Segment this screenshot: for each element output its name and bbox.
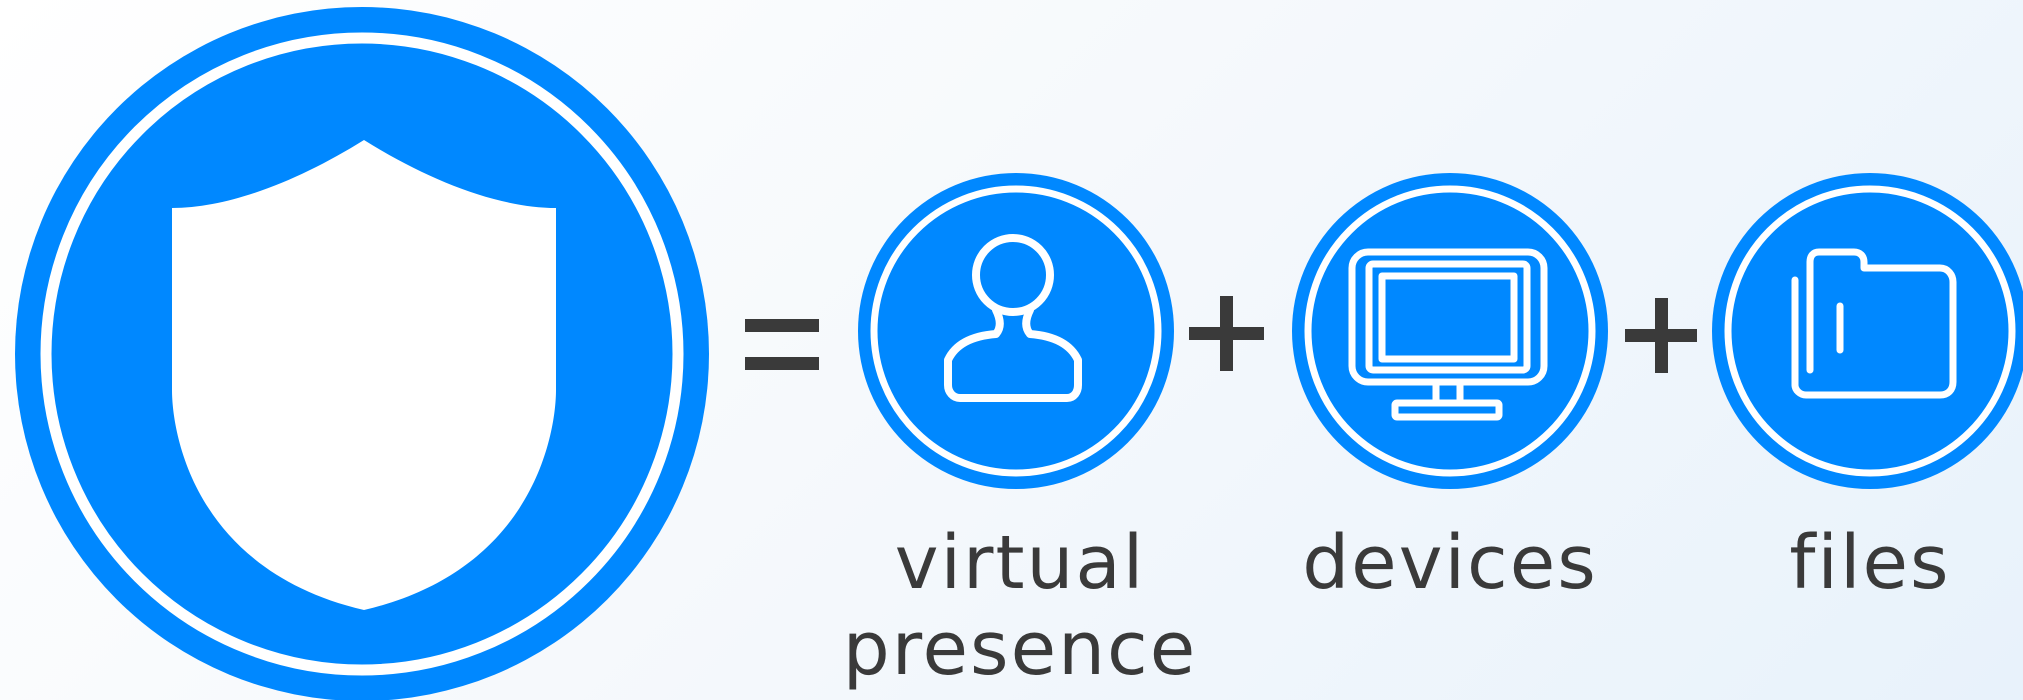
devices-label: devices (1302, 520, 1598, 606)
equals-bar-top (745, 319, 819, 332)
plus-sign-1 (1189, 296, 1264, 371)
plus-sign-2 (1625, 298, 1697, 373)
shield-badge (15, 7, 709, 700)
virtual-presence-outer-circle (858, 173, 1174, 489)
devices-outer-circle (1292, 173, 1608, 489)
virtual-presence-ring (870, 185, 1162, 477)
plus-sign-2-vertical (1655, 298, 1668, 373)
equals-sign (745, 319, 819, 370)
virtual-presence-label-text: virtual presence (842, 520, 1198, 692)
user-icon (944, 234, 1082, 402)
monitor-icon (1348, 248, 1548, 421)
files-badge (1712, 173, 2023, 489)
files-ring (1724, 185, 2016, 477)
equals-bar-bottom (745, 357, 819, 370)
shield-badge-ring (40, 32, 684, 676)
plus-sign-1-vertical (1220, 296, 1233, 371)
shield-icon (172, 140, 556, 610)
virtual-presence-badge (858, 173, 1174, 489)
folder-icon (1791, 248, 1957, 399)
files-outer-circle (1712, 173, 2023, 489)
devices-ring (1304, 185, 1596, 477)
files-label: files (1789, 520, 1951, 606)
virtual-presence-label: virtual presence (810, 520, 1230, 692)
devices-badge (1292, 173, 1608, 489)
